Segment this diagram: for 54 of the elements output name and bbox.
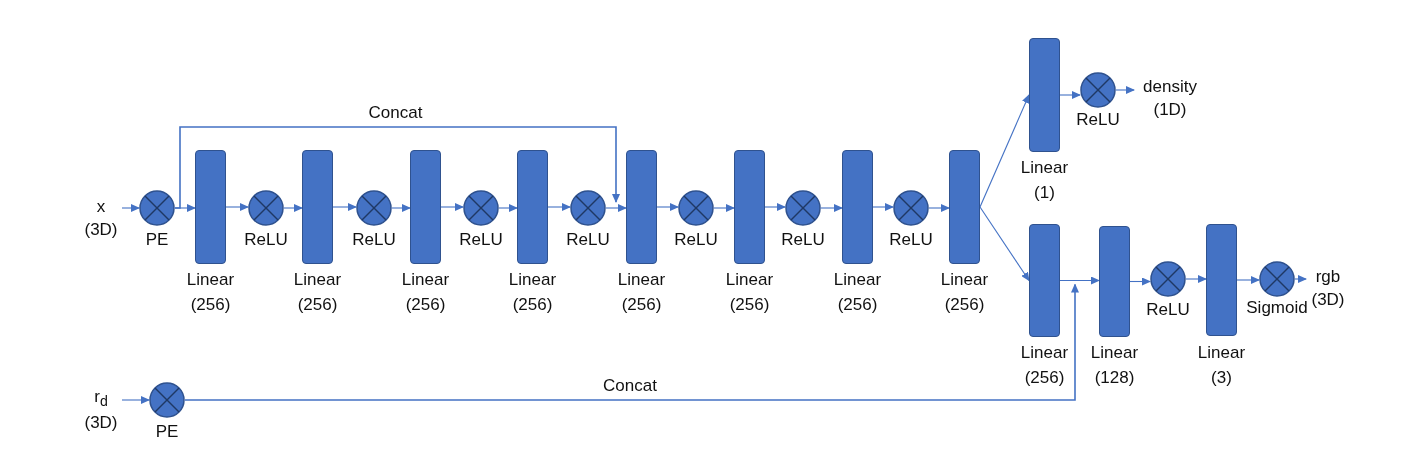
arrow [391, 204, 411, 212]
arrow [283, 204, 303, 212]
layer-label: Linear (128) [1089, 342, 1140, 389]
arrow [1294, 275, 1307, 283]
layer-label: Linear (256) [939, 269, 990, 316]
layer-label: Linear (1) [1019, 157, 1070, 204]
arrow [1129, 277, 1151, 286]
operation-label: ReLU [351, 229, 397, 251]
arrow [498, 204, 518, 212]
layer-label: Linear (256) [185, 269, 236, 316]
layer-label: Linear (256) [832, 269, 883, 316]
operation-label: ReLU [1075, 109, 1121, 131]
io-label: r$_{d}$ (3D) [80, 386, 122, 436]
operation-label: ReLU [780, 229, 826, 251]
layer-label: Linear (256) [400, 269, 451, 316]
arrow [820, 204, 843, 212]
arrow [979, 94, 1030, 208]
arrow [440, 203, 464, 211]
arrow [656, 203, 679, 211]
arrow [547, 203, 571, 211]
layer-label: Linear (256) [724, 269, 775, 316]
arrow [121, 204, 140, 212]
io-label: density (1D) [1134, 76, 1206, 124]
operation-label: ReLU [888, 229, 934, 251]
arrow [1115, 86, 1135, 94]
arrow [1185, 275, 1207, 283]
layer-label: Linear (256) [1019, 342, 1070, 389]
arrow [1236, 276, 1260, 284]
operation-label: ReLU [1145, 299, 1191, 321]
operation-label: ReLU [673, 229, 719, 251]
operation-label: PE [154, 421, 180, 443]
layer-label: Linear (256) [292, 269, 343, 316]
operation-label: ReLU [458, 229, 504, 251]
io-label: rgb (3D) [1306, 266, 1350, 314]
arrow [174, 126, 620, 209]
layer-label: Linear (256) [616, 269, 667, 316]
arrow [332, 203, 357, 211]
arrow [1059, 276, 1100, 285]
arrow [121, 396, 150, 404]
arrow [605, 204, 627, 212]
arrow [184, 283, 1079, 401]
arrow [225, 203, 249, 211]
arrow [979, 206, 1030, 282]
arrow [872, 203, 894, 211]
layer-label: Linear (256) [507, 269, 558, 316]
arrow [928, 204, 950, 212]
arrow [764, 203, 786, 211]
layer-label: Linear (3) [1196, 342, 1247, 389]
operation-label: PE [144, 229, 170, 251]
io-label: x (3D) [80, 196, 122, 244]
arrow [1059, 91, 1081, 99]
operation-label: ReLU [243, 229, 289, 251]
arrow [713, 204, 735, 212]
operation-label: ReLU [565, 229, 611, 251]
